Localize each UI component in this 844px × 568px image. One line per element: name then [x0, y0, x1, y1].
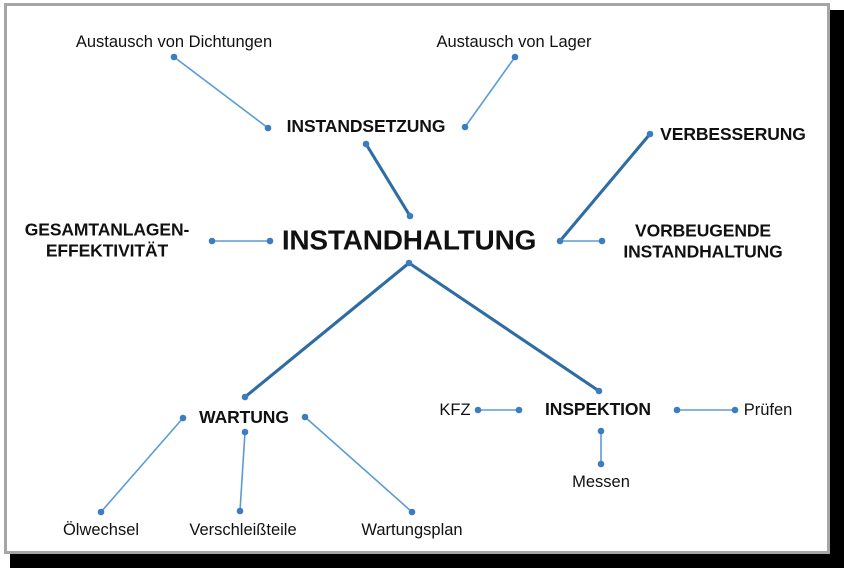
- diagram-card: [4, 3, 830, 554]
- node-vorbeugende-instandhaltung[interactable]: VORBEUGENDE INSTANDHALTUNG: [623, 220, 782, 261]
- node-instandsetzung[interactable]: INSTANDSETZUNG: [286, 116, 446, 137]
- node-vorbeugende-line1: VORBEUGENDE: [634, 220, 772, 241]
- node-vorbeugende-line2: INSTANDHALTUNG: [623, 241, 783, 261]
- node-oelwechsel[interactable]: Ölwechsel: [62, 520, 140, 539]
- node-wartungsplan[interactable]: Wartungsplan: [361, 520, 463, 539]
- node-wartung[interactable]: WARTUNG: [199, 407, 289, 428]
- node-austausch-von-lager[interactable]: Austausch von Lager: [436, 32, 592, 51]
- node-kfz[interactable]: KFZ: [439, 400, 471, 419]
- node-pruefen[interactable]: Prüfen: [743, 400, 793, 419]
- node-austausch-von-dichtungen[interactable]: Austausch von Dichtungen: [75, 32, 273, 51]
- node-instandhaltung[interactable]: INSTANDHALTUNG: [281, 224, 537, 256]
- node-gesamtanlagen-line1: GESAMTANLAGEN-: [24, 219, 190, 240]
- node-gesamtanlagen-effektivitaet[interactable]: GESAMTANLAGEN- EFFEKTIVITÄT: [25, 219, 190, 260]
- node-verschleissteile[interactable]: Verschleißteile: [189, 520, 297, 539]
- node-verbesserung[interactable]: VERBESSERUNG: [660, 124, 806, 145]
- node-gesamtanlagen-line2: EFFEKTIVITÄT: [45, 240, 169, 260]
- node-inspektion[interactable]: INSPEKTION: [545, 399, 651, 420]
- node-messen[interactable]: Messen: [572, 472, 630, 491]
